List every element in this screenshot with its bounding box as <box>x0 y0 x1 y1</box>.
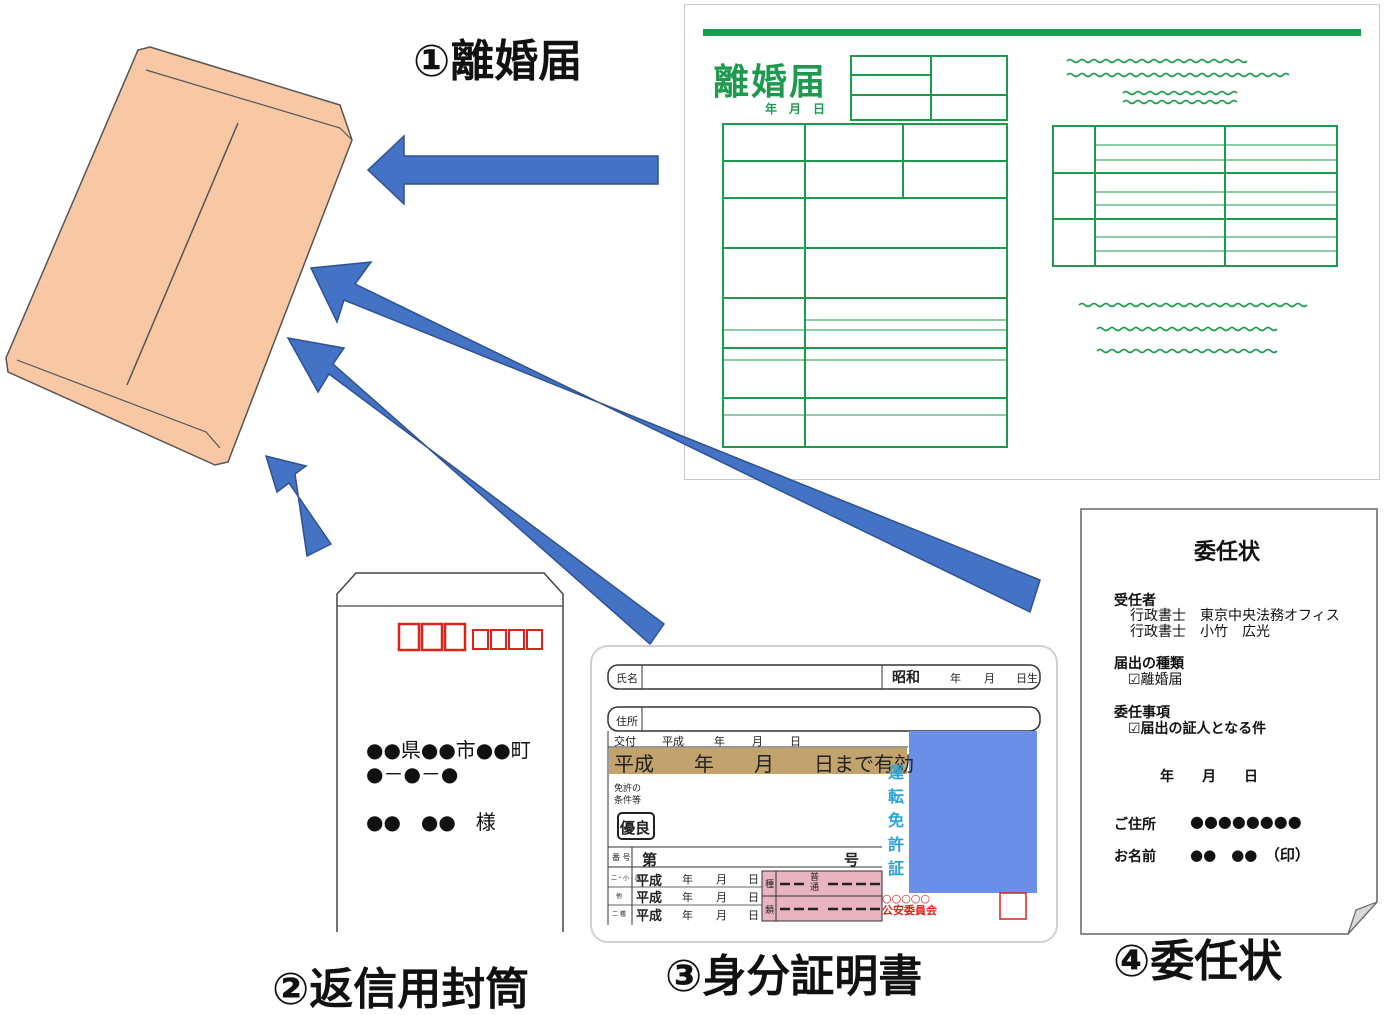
license-commission: ○○○○○ 公安委員会 <box>882 892 937 917</box>
license-birth-month: 月 <box>984 672 995 685</box>
license-issue-month: 月 <box>752 735 763 748</box>
history-row-label: 他 <box>616 893 623 900</box>
history-row-month: 月 <box>716 909 727 922</box>
license-expiry: 平成 年 月 日まで有効 <box>614 752 914 776</box>
mailing-envelope-icon <box>5 46 353 466</box>
history-row-era: 平成 <box>636 909 663 924</box>
divorce-form-date: 年 月 日 <box>765 102 826 116</box>
license-address-label: 住所 <box>616 715 638 728</box>
divorce-form-grid <box>703 29 1361 448</box>
history-row-year: 年 <box>682 909 693 922</box>
return-address-line1: ●●県●●市●●町 <box>366 738 531 762</box>
attorney-title: 委任状 <box>1194 540 1261 565</box>
history-row-year: 年 <box>682 891 693 904</box>
notice-type-label: 届出の種類 <box>1114 656 1184 672</box>
agent-line2: 行政書士 小竹 広光 <box>1130 624 1270 640</box>
license-type-normal: 普通 <box>810 873 820 893</box>
license-number-label: 番 号 <box>612 853 631 862</box>
power-of-attorney-document: 委任状 受任者 行政書士 東京中央法務オフィス 行政書士 小竹 広光 届出の種類… <box>1080 508 1378 938</box>
agent-line1: 行政書士 東京中央法務オフィス <box>1130 608 1340 624</box>
history-row-era: 平成 <box>636 891 663 906</box>
license-birth-day: 日生 <box>1016 672 1038 685</box>
history-row-day: 日 <box>748 909 759 922</box>
divorce-form-title: 離婚届 <box>713 62 828 103</box>
license-birth-era: 昭和 <box>892 670 920 686</box>
delegated-value: ☑届出の証人となる件 <box>1128 721 1267 737</box>
arrow-from-id-document <box>286 336 666 646</box>
drivers-license-card: 氏名 昭和 年 月 日生 住所 交付 平成 年 月 日 平成 年 月 日まで有効… <box>590 645 1058 943</box>
license-conditions-label: 免許の条件等 <box>614 784 642 806</box>
history-row-day: 日 <box>748 873 759 886</box>
attorney-name-value: ●● ●● （印） <box>1190 846 1310 864</box>
history-row-month: 月 <box>716 891 727 904</box>
history-row-year: 年 <box>682 873 693 886</box>
license-type-label-2: 類 <box>765 906 775 916</box>
license-issue-label: 交付 <box>614 735 636 748</box>
license-issue-era: 平成 <box>662 735 684 748</box>
caption-divorce-form: ①離婚届 <box>413 36 583 87</box>
license-name-label: 氏名 <box>616 672 638 685</box>
arrow-from-return-envelope <box>264 454 333 558</box>
return-recipient: ●● ●● 様 <box>366 810 496 834</box>
divorce-form-document: 離婚届 年 月 日 <box>684 4 1380 480</box>
agent-label: 受任者 <box>1114 593 1156 609</box>
attorney-page-outline <box>1080 508 1378 935</box>
history-row-label: 二 種 <box>612 911 626 918</box>
arrow-from-power-of-attorney <box>309 261 1041 614</box>
license-issue-year: 年 <box>714 735 725 748</box>
notice-type-value: ☑離婚届 <box>1128 672 1183 688</box>
arrow-from-divorce-form <box>366 134 659 206</box>
history-row-day: 日 <box>748 891 759 904</box>
attorney-address-label: ご住所 <box>1114 817 1156 833</box>
license-excellent-badge: 優良 <box>620 819 651 837</box>
history-row-label: 二・小・原 <box>611 875 642 882</box>
caption-return-envelope: ②返信用封筒 <box>272 964 530 1015</box>
license-birth-year: 年 <box>950 672 961 685</box>
history-row-era: 平成 <box>636 874 663 889</box>
attorney-name-label: お名前 <box>1114 849 1156 865</box>
return-envelope-outline <box>336 572 564 932</box>
return-envelope-document: ●●県●●市●●町 ●－●－● ●● ●● 様 <box>336 572 564 932</box>
return-address-line2: ●－●－● <box>366 762 459 786</box>
history-row-month: 月 <box>716 873 727 886</box>
license-issue-day: 日 <box>790 735 801 748</box>
delegated-label: 委任事項 <box>1114 705 1170 721</box>
caption-id-document: ③身分証明書 <box>665 951 923 1002</box>
license-number-suffix: 号 <box>844 851 860 869</box>
license-frame <box>607 664 1041 925</box>
license-type-label-1: 種 <box>765 880 775 890</box>
attorney-address-value: ●●●●●●●● <box>1190 812 1302 831</box>
attorney-date: 年 月 日 <box>1160 769 1258 785</box>
caption-power-of-attorney: ④委任状 <box>1113 936 1283 987</box>
license-vertical-title: 運転免許証 <box>888 763 905 878</box>
license-number-prefix: 第 <box>642 851 658 869</box>
